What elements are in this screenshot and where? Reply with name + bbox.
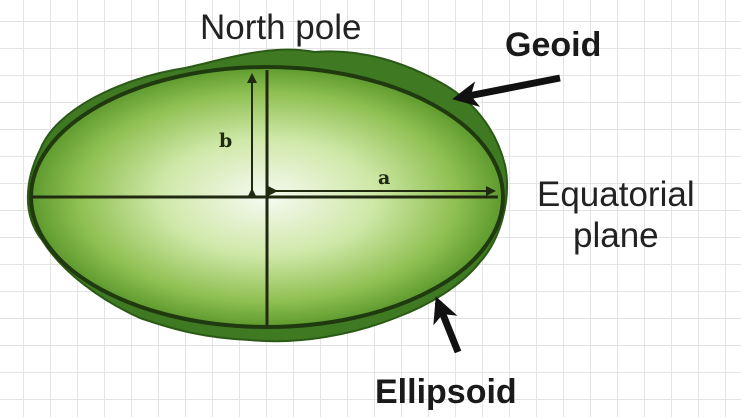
equatorial-label-line1: Equatorial: [537, 174, 695, 215]
geoid-label: Geoid: [505, 28, 601, 62]
equatorial-plane-label: Equatorial plane: [537, 174, 695, 257]
ellipsoid-pointer-arrow: [438, 302, 458, 352]
geoid-pointer-arrow: [458, 78, 560, 98]
equatorial-label-line2: plane: [537, 215, 695, 256]
north-pole-label: North pole: [200, 10, 361, 45]
semi-minor-axis-label: b: [219, 130, 232, 152]
semi-major-axis-label: a: [378, 167, 390, 189]
ellipsoid-label: Ellipsoid: [375, 375, 517, 409]
